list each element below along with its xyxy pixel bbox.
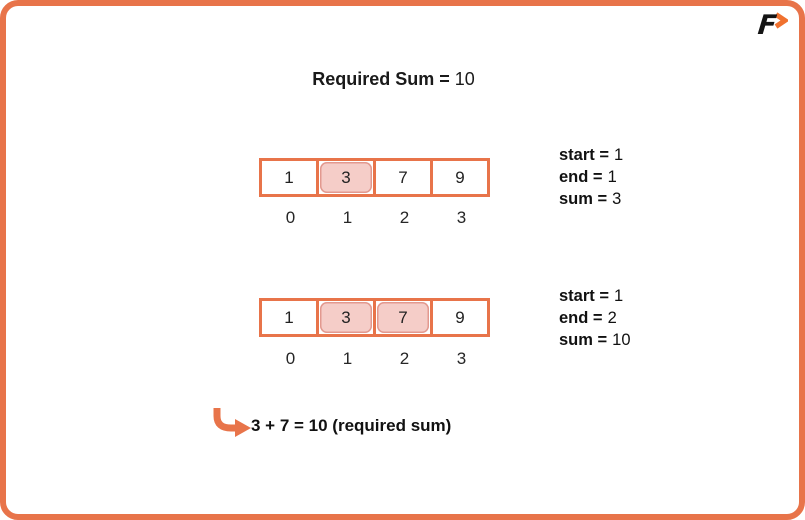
curved-arrow-icon [213,408,251,437]
state-sum-label: sum = [559,331,608,349]
state-sum-value: 3 [612,190,622,208]
state-sum-label: sum = [559,190,608,208]
state-sum-value: 10 [612,331,631,349]
array-cell: 9 [430,161,487,194]
state-start: start =1 [559,285,631,307]
page-title: Required Sum = 10 [236,69,551,90]
state-sum: sum =10 [559,329,631,351]
index-label: 3 [456,349,467,368]
state-end-value: 2 [607,309,617,327]
state-start: start =1 [559,144,623,166]
index-label: 0 [285,349,296,368]
state-sum: sum =3 [559,188,623,210]
logo-chevron-icon [774,12,788,29]
state-start-label: start = [559,287,609,305]
brand-logo: F [755,10,788,41]
array-cell: 1 [262,161,316,194]
annotation-text: 3 + 7 = 10 (required sum) [251,416,452,435]
state-start-value: 1 [613,287,624,305]
cell-value: 3 [320,162,372,193]
state-block-step-1: start =1 end =1 sum =3 [559,144,623,210]
array-step-1: 1 3 7 9 [259,158,490,197]
index-label: 1 [342,349,353,368]
cell-value: 7 [398,167,408,187]
array-cell: 3 [316,161,373,194]
index-label: 2 [399,349,410,368]
state-end-label: end = [559,168,603,186]
cell-value: 9 [455,307,465,327]
index-row-step-1: 0 1 2 3 [262,208,490,228]
brand-logo-letter: F [755,10,776,41]
state-end-value: 1 [607,168,617,186]
state-block-step-2: start =1 end =2 sum =10 [559,285,631,351]
array-cell: 7 [373,161,430,194]
cell-value: 1 [284,167,294,187]
cell-value: 3 [320,302,372,333]
title-value: 10 [454,69,475,89]
state-end: end =2 [559,307,631,329]
array-cell: 3 [316,301,373,334]
array-cell: 1 [262,301,316,334]
state-end: end =1 [559,166,623,188]
state-start-label: start = [559,146,609,164]
array-cell: 9 [430,301,487,334]
index-label: 1 [342,208,353,227]
index-row-step-2: 0 1 2 3 [262,349,490,369]
index-label: 0 [285,208,296,227]
index-label: 2 [399,208,410,227]
index-label: 3 [456,208,467,227]
state-start-value: 1 [613,146,624,164]
title-label: Required Sum = [312,69,450,89]
state-end-label: end = [559,309,603,327]
cell-value: 7 [377,302,429,333]
array-cell: 7 [373,301,430,334]
array-step-2: 1 3 7 9 [259,298,490,337]
cell-value: 9 [455,167,465,187]
cell-value: 1 [284,307,294,327]
